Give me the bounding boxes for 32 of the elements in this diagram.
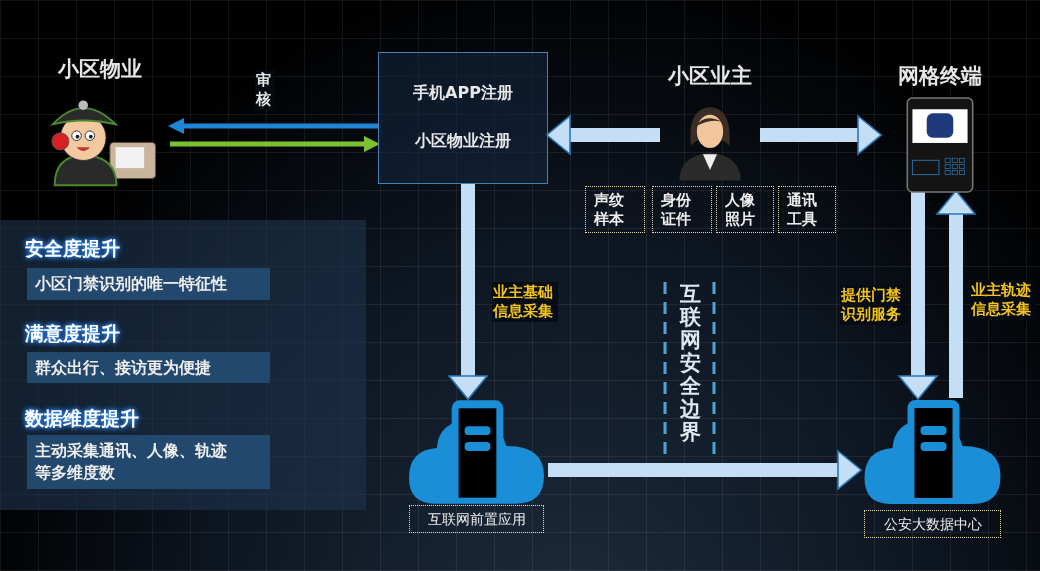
- arrow: [448, 184, 488, 400]
- info-panel: [0, 220, 366, 510]
- edge-label: 业主轨迹信息采集: [970, 280, 1036, 320]
- edge-label: 业主基础信息采集: [492, 282, 558, 322]
- registration-box: [378, 52, 548, 184]
- node-title: 小区物业: [57, 56, 143, 83]
- arrow: [546, 115, 660, 155]
- data-type-box: 声纹样本: [585, 186, 645, 233]
- cloud-label-box: 公安大数据中心: [864, 510, 1001, 538]
- arrow: [936, 190, 976, 398]
- node-title: 小区业主: [667, 63, 753, 90]
- arrow: [898, 192, 938, 400]
- feature-banner: 主动采集通讯、人像、轨迹等多维度数: [27, 435, 270, 489]
- registration-item: 手机APP注册: [412, 83, 514, 104]
- arrow: [548, 450, 862, 490]
- feature-banner: 小区门禁识别的唯一特征性: [27, 268, 270, 300]
- feature-banner: 群众出行、接访更为便捷: [27, 352, 270, 383]
- edge-label: 审核: [255, 70, 275, 110]
- boundary-label: 互联网安全边界: [678, 283, 702, 444]
- cloud-label-box: 互联网前置应用: [409, 505, 544, 533]
- arrow: [170, 136, 380, 152]
- data-type-box: 身份证件: [652, 186, 712, 233]
- panel-heading: 满意度提升: [25, 321, 120, 346]
- data-type-box: 通讯工具: [778, 186, 836, 233]
- panel-heading: 安全度提升: [25, 236, 120, 261]
- edge-label: 提供门禁识别服务: [840, 285, 908, 325]
- panel-heading: 数据维度提升: [25, 406, 139, 431]
- arrow: [760, 115, 882, 155]
- arrow: [168, 118, 378, 134]
- node-title: 网格终端: [897, 63, 983, 90]
- data-type-box: 人像照片: [716, 186, 774, 233]
- registration-item: 小区物业注册: [414, 131, 512, 152]
